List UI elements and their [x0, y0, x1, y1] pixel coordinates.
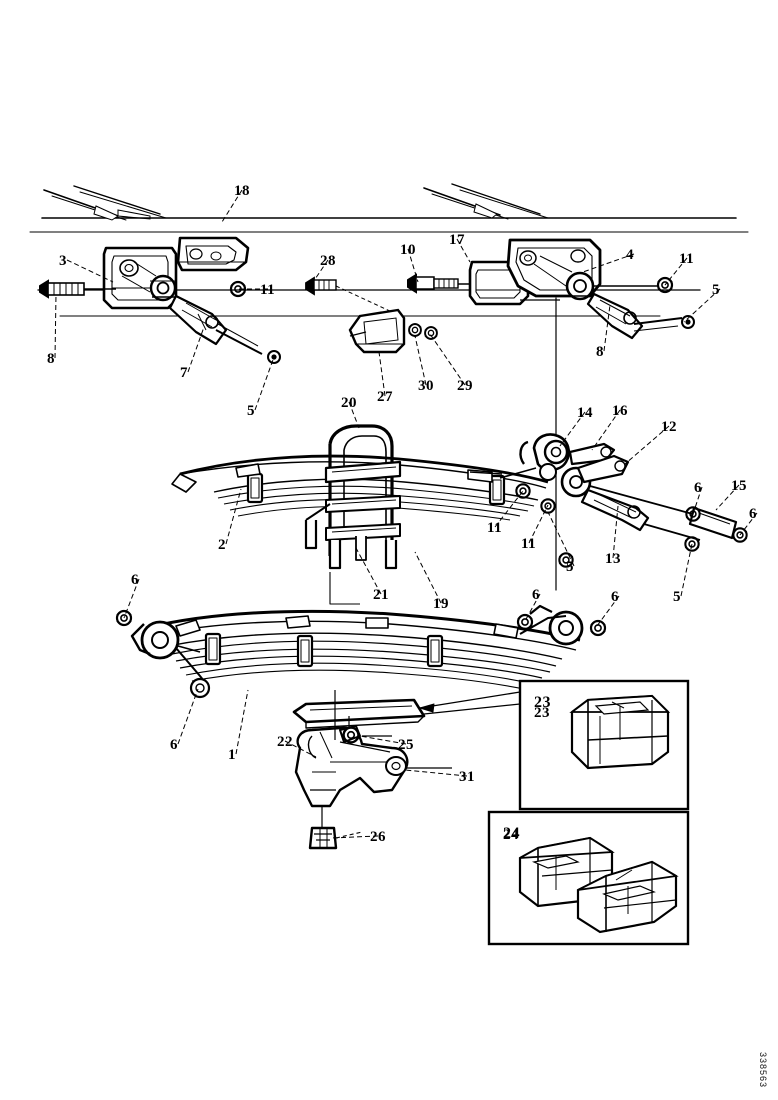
leader-line-21 — [355, 547, 382, 595]
leader-line-11 — [664, 257, 688, 286]
callout-number-31: 31 — [459, 769, 475, 785]
callout-number-18: 18 — [234, 183, 250, 199]
leader-line-6 — [692, 486, 703, 515]
callout-number-23: 23 — [534, 705, 550, 721]
callout-number-27: 27 — [377, 389, 393, 405]
leader-line-6 — [739, 512, 758, 536]
callout-number-6: 6 — [694, 480, 702, 496]
callout-number-19: 19 — [433, 596, 449, 612]
callout-number-1: 1 — [228, 747, 236, 763]
callout-number-6: 6 — [611, 589, 619, 605]
callout-number-14: 14 — [577, 405, 593, 421]
callout-number-6: 6 — [749, 506, 757, 522]
leader-line-6 — [123, 578, 140, 619]
leader-line-20 — [348, 401, 360, 429]
callout-number-26: 26 — [370, 829, 386, 845]
callout-number-5: 5 — [673, 589, 681, 605]
leader-line-5 — [547, 511, 575, 567]
callout-number-7: 7 — [180, 365, 188, 381]
leader-line-3 — [66, 259, 114, 283]
leader-line-16 — [591, 409, 621, 451]
leader-line-22 — [284, 740, 317, 758]
leader-line-29 — [429, 333, 466, 386]
inset-label-23: 23 — [534, 694, 551, 711]
callout-number-11: 11 — [521, 536, 537, 552]
callout-number-2: 2 — [218, 537, 226, 553]
leader-line-12 — [624, 425, 670, 465]
callout-number-11: 11 — [260, 282, 276, 298]
callout-number-8: 8 — [47, 351, 55, 367]
leader-line-19 — [414, 551, 442, 604]
callout-number-12: 12 — [661, 419, 677, 435]
callout-number-17: 17 — [449, 232, 465, 248]
callout-number-6: 6 — [170, 737, 178, 753]
leader-line-7 — [187, 326, 205, 373]
callout-number-3: 3 — [59, 253, 67, 269]
callout-number-8: 8 — [596, 344, 604, 360]
callout-number-6: 6 — [131, 572, 139, 588]
callout-number-5: 5 — [712, 282, 720, 298]
callout-number-29: 29 — [457, 378, 473, 394]
leader-line-2 — [225, 488, 242, 545]
leader-line-13 — [612, 505, 619, 559]
callout-number-28: 28 — [320, 253, 336, 269]
leader-line-5 — [680, 543, 693, 597]
leader-line-6 — [596, 595, 620, 627]
callout-number-20: 20 — [341, 395, 357, 411]
callout-number-5: 5 — [247, 403, 255, 419]
leader-line-4 — [582, 253, 635, 273]
callout-number-5: 5 — [566, 559, 574, 575]
inset-label-24: 24 — [503, 825, 520, 842]
callout-number-21: 21 — [373, 587, 389, 603]
callout-number-22: 22 — [277, 734, 293, 750]
callout-number-10: 10 — [400, 242, 416, 258]
callout-number-25: 25 — [398, 737, 414, 753]
callout-number-4: 4 — [626, 247, 634, 263]
callout-number-24: 24 — [503, 827, 519, 843]
leader-line-5 — [254, 356, 275, 411]
callout-number-16: 16 — [612, 403, 628, 419]
leader-line-31 — [404, 769, 468, 777]
leader-line-14 — [559, 411, 586, 447]
callout-number-30: 30 — [418, 378, 434, 394]
leader-line-6 — [177, 688, 199, 745]
callout-number-13: 13 — [605, 551, 621, 567]
leader-line-30 — [414, 335, 427, 386]
leader-line-11 — [528, 504, 549, 544]
callout-number-6: 6 — [532, 587, 540, 603]
leader-line-28 — [310, 259, 329, 286]
leader-line-10 — [407, 248, 419, 283]
leader-line-1 — [235, 689, 249, 755]
leader-line-18 — [221, 189, 243, 223]
leader-line-17 — [456, 238, 471, 263]
callout-number-11: 11 — [679, 251, 695, 267]
sheet-reference-code: 338563 — [758, 1051, 768, 1088]
leader-line-6 — [524, 593, 541, 622]
leader-line-5 — [683, 288, 721, 323]
callout-number-15: 15 — [731, 478, 747, 494]
callout-number-11: 11 — [487, 520, 503, 536]
leader-line-15 — [715, 484, 740, 511]
leader-line-8 — [54, 293, 57, 359]
